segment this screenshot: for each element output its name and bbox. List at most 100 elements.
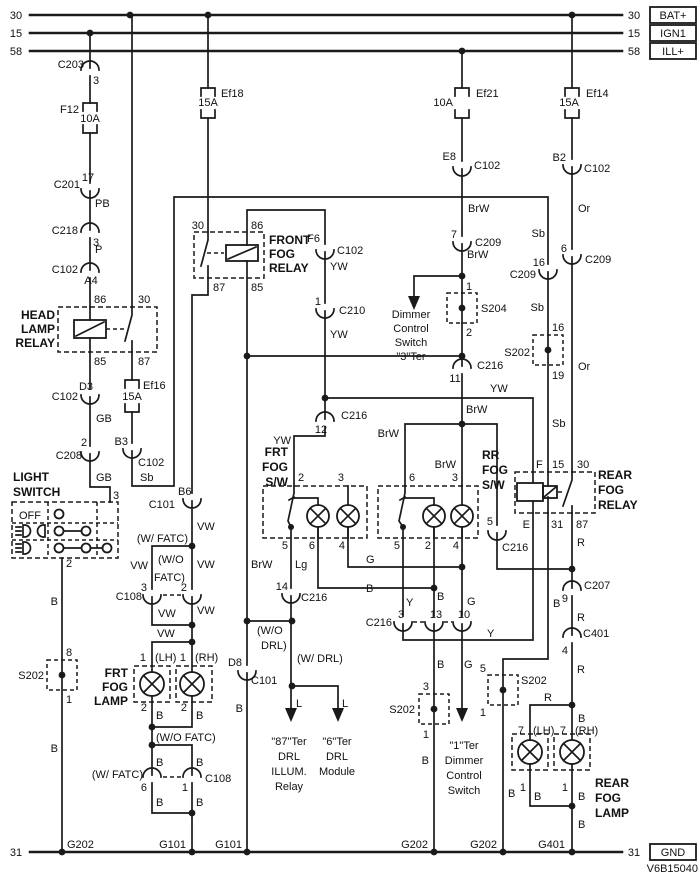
ign-terminal-label: IGN1 [660, 28, 686, 40]
diagram-label: Or [578, 361, 591, 373]
diagram-label: 85 [251, 282, 263, 294]
diagram-label: (W/ FATC) [92, 769, 143, 781]
bat-terminal-label: BAT+ [659, 10, 686, 22]
diagram-label: D3 [79, 381, 93, 393]
diagram-label: 3 [452, 472, 458, 484]
diagram-label: ILLUM. [271, 766, 306, 778]
diagram-label: (RH) [195, 652, 218, 664]
diagram-label: 1 [182, 782, 188, 794]
diagram-label: B [156, 710, 163, 722]
diagram-label: C209 [585, 254, 611, 266]
diagram-label: 1 [180, 652, 186, 664]
diagram-label: (RH) [575, 725, 598, 737]
power-buses: BAT+ IGN1 ILL+ GND [28, 6, 697, 861]
diagram-label: 30 [138, 294, 150, 306]
ign-terminal-box [649, 24, 697, 42]
diagram-label: B [196, 757, 203, 769]
diagram-label: 2 [298, 472, 304, 484]
diagram-label: 5 [282, 540, 288, 552]
lamp-icon [139, 671, 165, 697]
diagram-label: 2 [141, 702, 147, 714]
diagram-label: S202 [521, 675, 547, 687]
diagram-label: (W/ DRL) [297, 653, 343, 665]
diagram-label: S202 [504, 347, 530, 359]
diagram-label: 1 [315, 296, 321, 308]
diagram-label: 12 [315, 424, 327, 436]
diagram-label: FOG [482, 463, 508, 477]
diagram-label: F6 [307, 233, 320, 245]
diagram-label: G202 [67, 839, 94, 851]
diagram-label: C207 [584, 580, 610, 592]
diagram-label: D8 [228, 657, 242, 669]
diagram-label: 3 [338, 472, 344, 484]
splices [46, 292, 564, 725]
rr-fog-switch [377, 485, 479, 539]
diagram-label: 10A [433, 97, 453, 109]
diagram-label: 14 [276, 581, 288, 593]
splice-S202 [418, 693, 450, 725]
diagram-label: F12 [60, 104, 79, 116]
diagram-label: 30 [628, 10, 640, 22]
diagram-label: Switch [395, 337, 427, 349]
diagram-label: B [196, 710, 203, 722]
head-lamp-icon [15, 541, 32, 555]
diagram-label: VW [158, 608, 176, 620]
diagram-label: 87 [138, 356, 150, 368]
diagram-label: V6B15040 [647, 863, 698, 875]
diagram-label: 3 [93, 75, 99, 87]
diagram-label: 7 [451, 229, 457, 241]
diagram-label: C401 [583, 628, 609, 640]
diagram-label: BrW [467, 249, 489, 261]
diagram-label: G202 [401, 839, 428, 851]
diagram-label: 15 [628, 28, 640, 40]
diagram-label: C218 [52, 225, 78, 237]
diagram-label: FOG [102, 680, 128, 694]
diagram-label: 4 [339, 540, 345, 552]
diagram-label: DRL) [261, 640, 287, 652]
ill-terminal-box [649, 42, 697, 60]
diagram-label: C203 [58, 59, 84, 71]
diagram-label: 30 [577, 459, 589, 471]
arrows [285, 296, 468, 722]
diagram-label: C102 [138, 457, 164, 469]
diagram-label: 1 [140, 652, 146, 664]
diagram-label: 10A [80, 113, 100, 125]
arrow-to-drl-illum-relay [285, 708, 297, 722]
lamp-icon [559, 739, 585, 765]
diagram-label: G [467, 596, 476, 608]
diagram-label: YW [330, 329, 348, 341]
diagram-label: C102 [584, 163, 610, 175]
diagram-label: C216 [341, 410, 367, 422]
diagram-label: 6 [409, 472, 415, 484]
diagram-label: Sb [552, 418, 565, 430]
diagram-label: "6"Ter [322, 736, 352, 748]
diagram-label: 7 [518, 725, 524, 737]
diagram-label: C108 [116, 591, 142, 603]
diagram-label: FOG [595, 791, 621, 805]
diagram-label: Ef16 [143, 380, 166, 392]
diagram-label: GB [96, 413, 112, 425]
diagram-label: B [534, 791, 541, 803]
diagram-label: RR [482, 448, 500, 462]
diagram-label: GB [96, 472, 112, 484]
diagram-label: 2 [466, 327, 472, 339]
diagram-label: 31 [10, 847, 22, 859]
diagram-label: 2 [66, 558, 72, 570]
diagram-label: B [578, 713, 585, 725]
diagram-label: FRT [265, 445, 289, 459]
head-lamp-relay [57, 306, 158, 353]
diagram-label: C209 [510, 269, 536, 281]
diagram-label: (W/O [158, 554, 184, 566]
splice-S202 [46, 659, 78, 691]
arrow-to-dimmer-1ter [456, 708, 468, 722]
diagram-label: 87 [576, 519, 588, 531]
diagram-label: R [544, 692, 552, 704]
diagram-label: RELAY [269, 261, 309, 275]
diagram-label: Y [487, 628, 495, 640]
diagram-label: LAMP [595, 806, 629, 820]
diagram-label: Sb [531, 302, 544, 314]
diagram-label: B [553, 598, 560, 610]
diagram-label: G101 [159, 839, 186, 851]
